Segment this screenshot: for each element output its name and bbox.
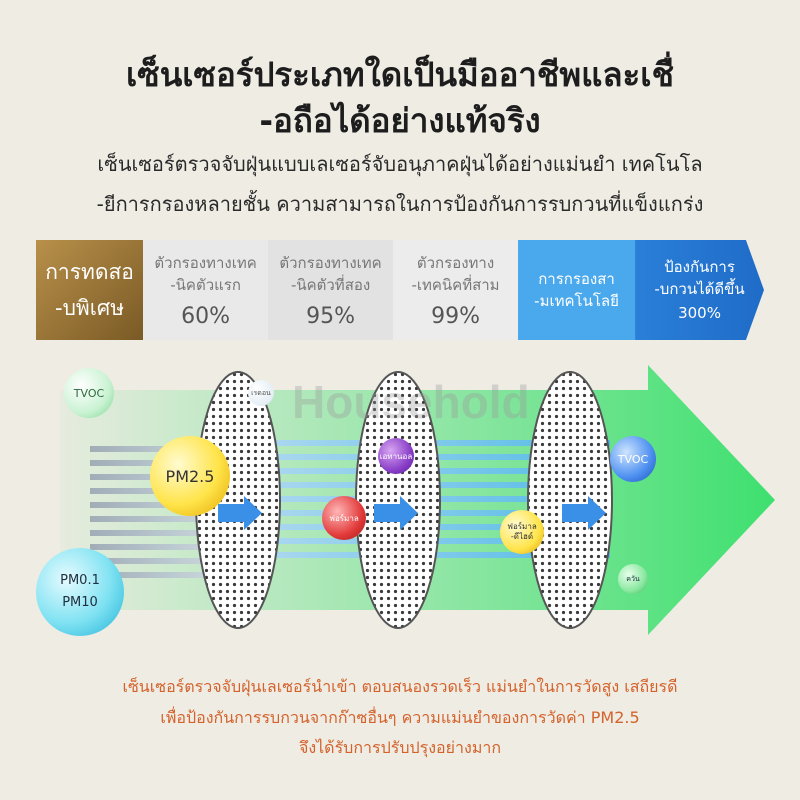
- tvoc-particle: TVOC: [64, 368, 114, 418]
- formaldehyde-particle: ฟอร์มาล: [322, 496, 366, 540]
- description-line2: เพื่อป้องกันการรบกวนจากก๊าซอื่นๆ ความแม่…: [160, 708, 640, 727]
- radon-particle: เรดอน: [248, 380, 274, 406]
- blue-arrow-2: [374, 496, 418, 530]
- stage-label: -มเทคโนโลยี: [534, 292, 619, 310]
- stage-label: -เทคนิคที่สาม: [411, 276, 500, 294]
- pm10-label: PM10: [62, 595, 98, 610]
- stage-label: -นิคตัวแรก: [170, 276, 241, 294]
- pm01-label: PM0.1: [60, 573, 100, 588]
- stage-label: -บกวนได้ดีขึ้น: [654, 280, 745, 298]
- stage-label: การทดสอ: [45, 260, 134, 284]
- stage-special-test: การทดสอ -บพิเศษ: [36, 240, 144, 340]
- stage-percent: 95%: [306, 304, 356, 329]
- stage-filter-2: ตัวกรองทางเทค -นิคตัวที่สอง 95%: [268, 240, 394, 340]
- stage-label: ป้องกันการ: [664, 258, 735, 276]
- page-title-line1: เซ็นเซอร์ประเภทใดเป็นมืออาชีพและเชื่: [126, 55, 674, 94]
- pm01-pm10-particle: PM0.1 PM10: [36, 548, 124, 636]
- stage-percent: 300%: [678, 304, 721, 322]
- particle-label: -ดีไฮด์: [510, 532, 534, 541]
- stage-label: -นิคตัวที่สอง: [290, 276, 371, 294]
- stage-label: การกรองสา: [538, 270, 615, 288]
- stage-label: ตัวกรองทางเทค: [154, 254, 257, 272]
- watermark-text: Household: [292, 376, 530, 428]
- description-line3: จึงได้รับการปรับปรุงอย่างมาก: [298, 738, 502, 757]
- stage-label: ตัวกรองทางเทค: [279, 254, 382, 272]
- stage-filter-3: ตัวกรองทาง -เทคนิคที่สาม 99%: [393, 240, 519, 340]
- description-line1: เซ็นเซอร์ตรวจจับฝุ่นเลเซอร์นำเข้า ตอบสนอ…: [122, 677, 678, 696]
- blue-arrow-1: [218, 496, 262, 530]
- stage-percent: 60%: [181, 304, 231, 329]
- particle-label: ฟอร์มาล: [507, 522, 537, 531]
- stage-tech-filter: การกรองสา -มเทคโนโลยี: [518, 240, 636, 340]
- stage-percent: 99%: [431, 304, 480, 329]
- blue-arrow-3: [562, 496, 606, 530]
- pm25-particle: PM2.5: [150, 436, 230, 516]
- stage-filter-1: ตัวกรองทางเทค -นิคตัวแรก 60%: [143, 240, 269, 340]
- tvoc-particle-right: TVOC: [610, 436, 656, 482]
- filter-layer-3: [527, 371, 613, 629]
- filtration-illustration: Household: [60, 365, 775, 635]
- stage-anti-interference: ป้องกันการ -บกวนได้ดีขึ้น 300%: [635, 240, 764, 340]
- subtitle-line1: เซ็นเซอร์ตรวจจับฝุ่นแบบเลเซอร์จับอนุภาคฝ…: [97, 152, 703, 176]
- stage-label: ตัวกรองทาง: [416, 254, 495, 272]
- formaldehyde-particle-2: ฟอร์มาล -ดีไฮด์: [500, 510, 544, 554]
- subtitle-line2: -ยีการกรองหลายชั้น ความสามารถในการป้องกั…: [96, 192, 704, 216]
- smoke-particle: ควัน: [618, 564, 648, 594]
- filter-stages-bar: การทดสอ -บพิเศษ ตัวกรองทางเทค -นิคตัวแรก…: [36, 240, 764, 340]
- ethanol-particle: เอทานอล: [378, 438, 414, 474]
- page-title-line2: -อถือได้อย่างแท้จริง: [259, 101, 541, 140]
- stage-label: -บพิเศษ: [55, 296, 125, 320]
- filtration-diagram: Household TVOC เรดอน PM2.5 PM0.1 PM10 เอ…: [0, 350, 800, 660]
